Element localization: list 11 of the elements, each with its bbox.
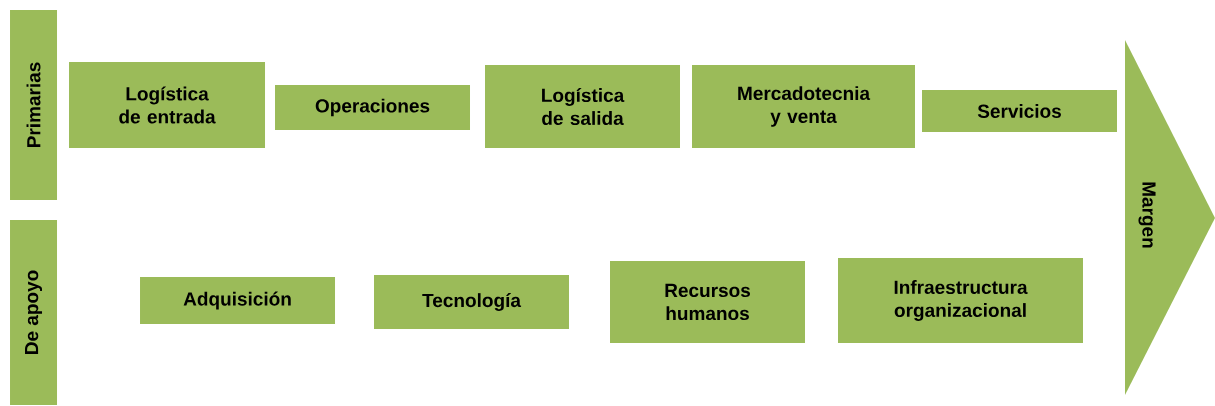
activity-box: Logística de salida — [485, 65, 680, 148]
activity-box: Servicios — [922, 90, 1117, 132]
activity-box: Recursos humanos — [610, 261, 805, 343]
side-band: Primarias — [10, 10, 57, 200]
activity-box: Operaciones — [275, 85, 470, 130]
activity-box: Adquisición — [140, 277, 335, 324]
activity-box: Infraestructura organizacional — [838, 258, 1083, 343]
activity-box: Mercadotecnia y venta — [692, 65, 915, 148]
activity-box: Tecnología — [374, 275, 569, 329]
activity-box: Logística de entrada — [69, 62, 265, 148]
side-band: De apoyo — [10, 220, 57, 405]
